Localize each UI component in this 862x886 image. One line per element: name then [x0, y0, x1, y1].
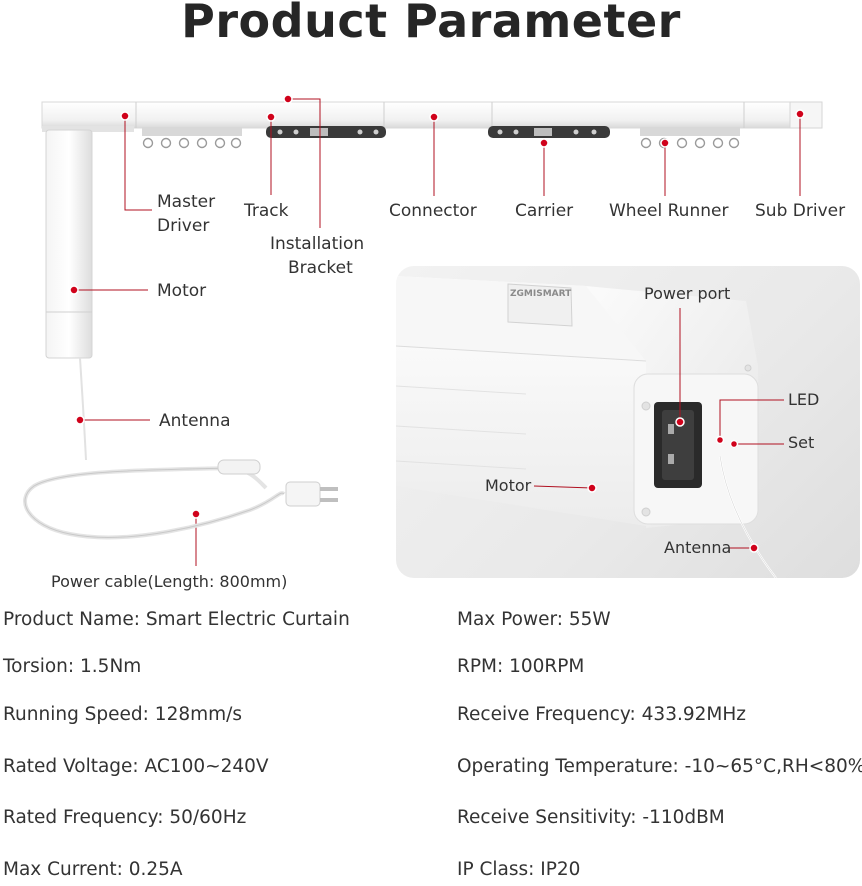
page-title: Product Parameter: [181, 0, 681, 48]
wheel-runners-right: [640, 127, 740, 149]
label-track: Track: [244, 201, 289, 221]
label-motor: Motor: [157, 281, 207, 301]
carrier-plates: [266, 126, 610, 138]
spec-operating-temperature: Operating Temperature: -10~65°C,RH<80%: [457, 756, 862, 777]
motor-closeup-photo: ZGMISMART: [396, 266, 860, 578]
label-antenna: Antenna: [159, 411, 231, 431]
label-led: LED: [788, 390, 820, 409]
motor-body: [45, 129, 93, 461]
label-installation-bracket-line2: Bracket: [288, 258, 353, 278]
marker-dots: [69, 94, 805, 519]
spec-running-speed: Running Speed: 128mm/s: [3, 704, 243, 725]
label-sub-driver: Sub Driver: [755, 201, 846, 221]
label-wheel-runner: Wheel Runner: [609, 201, 729, 221]
label-power-port: Power port: [644, 284, 731, 303]
wheel-runners-left: [142, 127, 242, 149]
brand-label: ZGMISMART: [510, 289, 572, 299]
spec-torsion: Torsion: 1.5Nm: [3, 656, 142, 677]
spec-receive-sensitivity: Receive Sensitivity: -110dBM: [457, 807, 725, 828]
product-illustration: [23, 94, 823, 566]
spec-ip-class: IP Class: IP20: [457, 859, 581, 880]
label-carrier: Carrier: [515, 201, 574, 221]
leader-lines: [74, 98, 801, 566]
label-installation-bracket-line1: Installation: [270, 234, 365, 254]
label-power-cable: Power cable(Length: 800mm): [51, 572, 288, 591]
label-set: Set: [788, 433, 815, 452]
spec-product-name: Product Name: Smart Electric Curtain: [3, 609, 350, 630]
spec-rated-voltage: Rated Voltage: AC100~240V: [3, 756, 269, 777]
label-photo-antenna: Antenna: [664, 538, 732, 557]
spec-max-power: Max Power: 55W: [457, 609, 611, 630]
label-connector: Connector: [389, 201, 477, 221]
power-cable: [23, 459, 338, 540]
sub-driver-end: [789, 101, 823, 129]
spec-max-current: Max Current: 0.25A: [3, 859, 183, 880]
motor-closeup-art: ZGMISMART: [396, 276, 784, 578]
spec-receive-frequency: Receive Frequency: 433.92MHz: [457, 704, 746, 725]
label-master-driver-line1: Master: [157, 192, 216, 212]
spec-rpm: RPM: 100RPM: [457, 656, 585, 677]
label-master-driver-line2: Driver: [157, 216, 210, 236]
label-photo-motor: Motor: [485, 476, 532, 495]
spec-rated-frequency: Rated Frequency: 50/60Hz: [3, 807, 247, 828]
